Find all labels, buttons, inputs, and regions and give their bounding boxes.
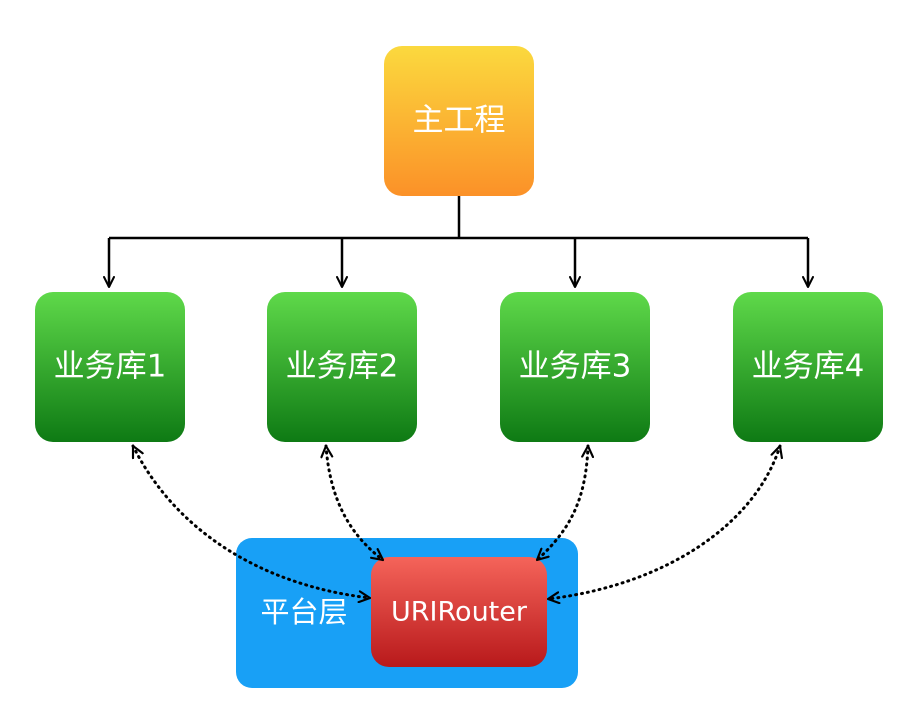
business-lib-label: 业务库4 <box>752 349 865 385</box>
business-lib-node-4: 业务库4 <box>733 292 883 442</box>
uri-router-node: URIRouter <box>371 557 547 667</box>
business-lib-node-1: 业务库1 <box>35 292 185 442</box>
dotted-link-lib4-router <box>546 444 783 605</box>
business-lib-label: 业务库1 <box>54 349 167 385</box>
platform-layer-label: 平台层 <box>260 595 347 629</box>
uri-router-box <box>371 557 547 667</box>
dotted-link-lib1-router <box>131 444 372 604</box>
business-lib-label: 业务库2 <box>286 349 399 385</box>
business-lib-box <box>733 292 883 442</box>
business-lib-box <box>35 292 185 442</box>
main-project-node: 主工程 <box>384 46 534 196</box>
business-lib-box <box>500 292 650 442</box>
dotted-connectors <box>131 444 783 605</box>
business-lib-label: 业务库3 <box>519 349 632 385</box>
business-lib-box <box>267 292 417 442</box>
business-lib-node-2: 业务库2 <box>267 292 417 442</box>
dotted-link-lib2-router <box>320 444 385 562</box>
main-project-box <box>384 46 534 196</box>
business-lib-node-3: 业务库3 <box>500 292 650 442</box>
main-project-label: 主工程 <box>413 103 506 139</box>
tree-connectors <box>103 196 814 288</box>
uri-router-label: URIRouter <box>391 597 528 628</box>
